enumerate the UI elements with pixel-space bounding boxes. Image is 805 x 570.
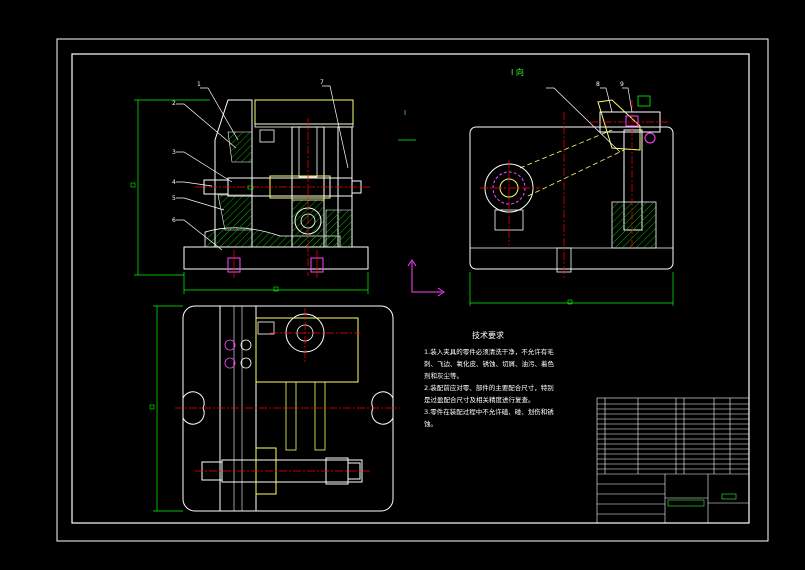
callout-5: 5 (172, 195, 176, 202)
callout-3: 3 (172, 149, 176, 156)
callout-9: 9 (620, 81, 624, 88)
callout-8: 8 (596, 81, 600, 88)
tech-req-item-2: 2.装配前应对零、部件的主要配合尺寸，特别是过盈配合尺寸及相关精度进行复查。 (424, 384, 554, 404)
callout-1: 1 (197, 81, 201, 88)
callout-4: 4 (172, 179, 176, 186)
tech-req-item-3: 3.零件在装配过程中不允许磕、碰、划伤和锈蚀。 (424, 408, 554, 428)
side-view-title: I 向 (511, 67, 524, 77)
tech-req-item-1: 1.装入夹具的零件必须清洗干净，不允许有毛刺、飞边、氧化皮、锈蚀、切屑、油污、着… (424, 348, 554, 380)
top-plan-view (149, 305, 400, 512)
title-block (596, 397, 750, 524)
side-view (469, 87, 674, 306)
callout-7: 7 (320, 79, 324, 86)
view-marker-i: I (404, 109, 406, 117)
tech-req-title: 技术要求 (472, 331, 504, 340)
technical-requirements: 技术要求 1.装入夹具的零件必须清洗干净，不允许有毛刺、飞边、氧化皮、锈蚀、切屑… (424, 331, 554, 430)
inner-border (71, 53, 750, 524)
callout-6: 6 (172, 217, 176, 224)
view-direction-arrow (407, 259, 445, 297)
front-section-view (130, 85, 416, 294)
outer-border (56, 38, 769, 542)
callout-2: 2 (172, 100, 176, 107)
